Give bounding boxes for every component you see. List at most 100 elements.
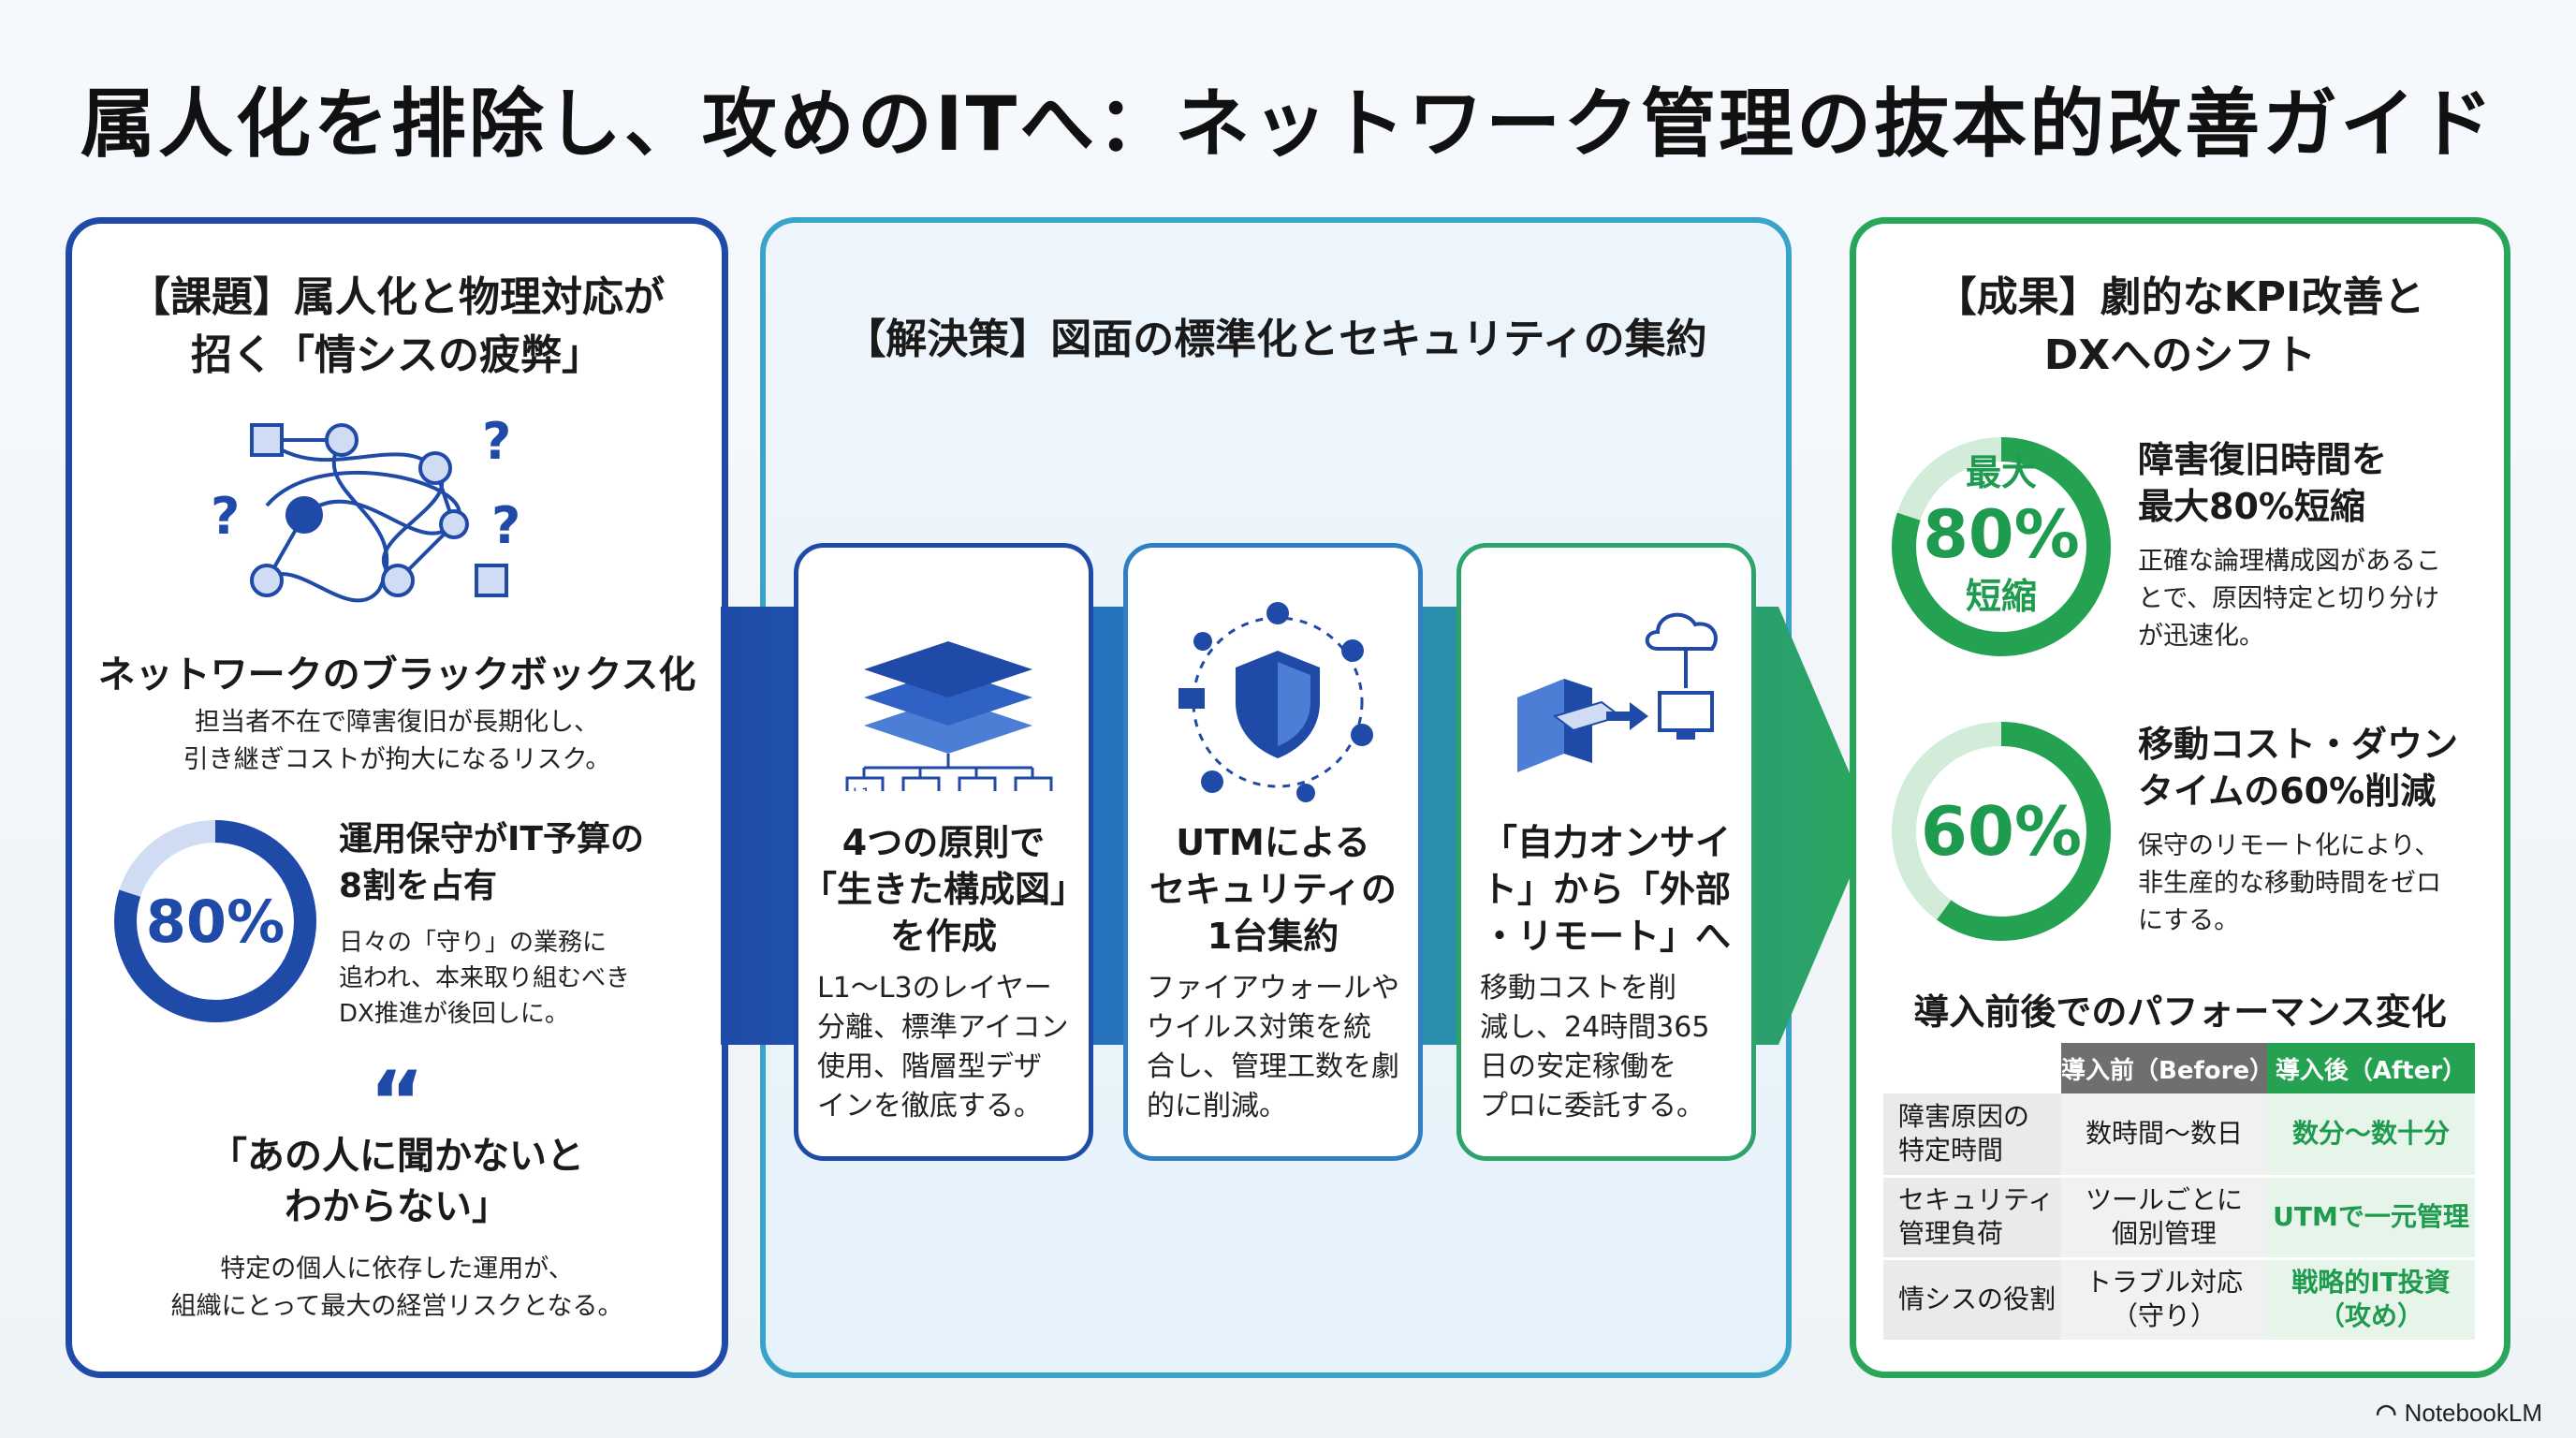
step2-desc: ファイアウォールや ウイルス対策を統 合し、管理工数を劇 的に削減。 — [1147, 969, 1409, 1126]
shield-icon — [1178, 602, 1373, 802]
recovery-ring-value: 80% — [1923, 496, 2080, 573]
table-row-label: セキュリティ 管理負荷 — [1883, 1176, 2061, 1260]
problem-heading-line1: 【課題】属人化と物理対応が — [129, 273, 665, 321]
blackbox-desc-line1: 担当者不在で障害復旧が長期化し、 — [195, 708, 599, 737]
blackbox-desc-line2: 引き継ぎコストが拘大になるリスク。 — [183, 745, 611, 774]
row1-after: 数分～数十分 — [2291, 1118, 2450, 1150]
budget-desc-line2: 追われ、本来取り組むべき — [339, 964, 630, 992]
quote-line2: わからない」 — [285, 1185, 509, 1228]
step3-desc-line1: 移動コストを削 — [1480, 972, 1676, 1005]
row1-before: 数時間～数日 — [2085, 1118, 2243, 1150]
travel-ring-chart — [1892, 722, 2111, 941]
step3-desc-line4: プロに委託する。 — [1480, 1090, 1705, 1123]
step-card-utm: UTMによる セキュリティの 1台集約 ファイアウォールや ウイルス対策を統 合… — [1123, 543, 1423, 1161]
table-header-after: 導入後（After） — [2267, 1043, 2475, 1093]
step3-title: 「自力オンサイ ト」から「外部 ・リモート」へ — [1461, 819, 1751, 960]
recovery-kpi-desc-line3: が迅速化。 — [2138, 622, 2264, 651]
budget-title: 運用保守がIT予算の 8割を占有 — [339, 816, 657, 910]
row2-label-line2: 管理負荷 — [1898, 1218, 2004, 1249]
row2-label-line1: セキュリティ — [1898, 1184, 2055, 1215]
recovery-kpi-desc-line2: とで、原因特定と切り分け — [2138, 584, 2440, 613]
step2-title: UTMによる セキュリティの 1台集約 — [1128, 819, 1418, 960]
budget-desc-line3: DX推進が後回しに。 — [339, 1000, 569, 1028]
page-title: 属人化を排除し、攻めのITへ：ネットワーク管理の抜本的改善ガイド — [80, 81, 2496, 168]
table-row: 障害原因の 特定時間 数時間～数日 数分～数十分 — [1883, 1093, 2475, 1178]
quote-line1: 「あの人に聞かないと — [210, 1135, 584, 1178]
travel-ring-arc — [1892, 722, 2111, 941]
step1-title-line3: を作成 — [889, 916, 997, 957]
budget-desc-line1: 日々の「守り」の業務に — [339, 929, 607, 957]
recovery-ring-top: 最大 — [1965, 452, 2037, 493]
results-heading: 【成果】劇的なKPI改善と DXへのシフト — [1856, 269, 2504, 385]
recovery-ring-chart — [1892, 437, 2111, 656]
step3-desc: 移動コストを削 減し、24時間365 日の安定稼働を プロに委託する。 — [1480, 969, 1742, 1126]
results-heading-line2: DXへのシフト — [2043, 331, 2317, 379]
row1-label-line1: 障害原因の — [1898, 1101, 2030, 1133]
step3-desc-line3: 日の安定稼働を — [1480, 1050, 1676, 1083]
travel-ring-value: 60% — [1920, 792, 2083, 871]
recovery-kpi-title-line1: 障害復旧時間を — [2138, 439, 2388, 480]
step2-desc-line3: 合し、管理工数を劇 — [1147, 1050, 1399, 1083]
budget-ring-chart — [114, 820, 316, 1022]
recovery-kpi-title-line2: 最大80%短縮 — [2138, 486, 2365, 527]
row3-before-line2: （守り） — [2111, 1300, 2217, 1331]
results-heading-line1: 【成果】劇的なKPI改善と — [1935, 273, 2425, 321]
layer-label-l1: L1 — [853, 785, 871, 791]
brand-text: NotebookLM — [2404, 1399, 2542, 1427]
budget-title-line1: 運用保守がIT予算の — [339, 820, 644, 858]
performance-table-title: 導入前後でのパフォーマンス変化 — [1913, 991, 2447, 1033]
blackbox-title: ネットワークのブラックボックス化 — [97, 653, 696, 697]
step2-desc-line4: 的に削減。 — [1147, 1090, 1287, 1123]
travel-kpi-title-line1: 移動コスト・ダウン — [2138, 724, 2459, 765]
table-header-empty — [1883, 1043, 2061, 1093]
budget-title-line2: 8割を占有 — [339, 867, 498, 905]
table-row: セキュリティ 管理負荷 ツールごとに 個別管理 UTMで一元管理 — [1883, 1176, 2475, 1260]
step2-title-line1: UTMによる — [1176, 822, 1370, 863]
solution-heading: 【解決策】図面の標準化とセキュリティの集約 — [844, 315, 1707, 363]
problem-panel: 【課題】属人化と物理対応が 招く「情シスの疲弊」 — [66, 217, 728, 1378]
budget-ring-value: 80% — [145, 887, 285, 956]
step1-title-line1: 4つの原則で — [842, 822, 1046, 863]
step3-title-line1: 「自力オンサイ — [1481, 822, 1731, 863]
recovery-ring-bottom: 短縮 — [1965, 576, 2037, 617]
svg-text:?: ? — [211, 487, 240, 546]
step1-desc-line1: L1～L3のレイヤー — [817, 972, 1052, 1005]
row1-label-line2: 特定時間 — [1898, 1135, 2004, 1167]
notebooklm-logo-icon: ◠ — [2375, 1399, 2397, 1427]
travel-kpi-desc-line2: 非生産的な移動時間をゼロ — [2138, 869, 2441, 898]
table-cell-before: ツールごとに 個別管理 — [2061, 1176, 2267, 1260]
quote-icon: “ — [369, 1053, 425, 1152]
step1-desc-line4: インを徹底する。 — [817, 1090, 1042, 1123]
table-cell-after: 数分～数十分 — [2267, 1093, 2475, 1178]
row2-before-line2: 個別管理 — [2111, 1218, 2217, 1249]
recovery-ring-label: 最大 80% 短縮 — [1881, 449, 2121, 620]
quote-desc-line2: 組織にとって最大の経営リスクとなる。 — [170, 1292, 623, 1321]
step1-desc-line3: 使用、階層型デザ — [817, 1050, 1042, 1083]
step-card-standard-diagram: L1 4つの原則で 「生きた構成図」 を作成 L1～L3のレイヤー 分離、標準ア… — [794, 543, 1093, 1161]
row2-before-line1: ツールごとに — [2085, 1184, 2243, 1215]
row3-before-line1: トラブル対応 — [2085, 1267, 2243, 1298]
table-cell-before: トラブル対応 （守り） — [2061, 1258, 2267, 1343]
svg-text:?: ? — [482, 412, 511, 471]
row3-after-line1: 戦略的IT投資 — [2291, 1267, 2451, 1298]
step2-desc-line2: ウイルス対策を統 — [1147, 1011, 1371, 1044]
table-header-before: 導入前（Before） — [2061, 1043, 2274, 1093]
table-cell-after: 戦略的IT投資 （攻め） — [2267, 1258, 2475, 1343]
quote-desc-line1: 特定の個人に依存した運用が、 — [220, 1255, 574, 1284]
problem-heading: 【課題】属人化と物理対応が 招く「情シスの疲弊」 — [72, 269, 722, 385]
budget-desc: 日々の「守り」の業務に 追われ、本来取り組むべき DX推進が後回しに。 — [339, 925, 657, 1032]
problem-heading-line2: 招く「情シスの疲弊」 — [191, 331, 603, 379]
step1-desc: L1～L3のレイヤー 分離、標準アイコン 使用、階層型デザ インを徹底する。 — [817, 969, 1079, 1126]
recovery-kpi-title: 障害復旧時間を 最大80%短縮 — [2138, 436, 2494, 530]
travel-kpi-title: 移動コスト・ダウン タイムの60%削減 — [2138, 721, 2494, 814]
step1-title: 4つの原則で 「生きた構成図」 を作成 — [798, 819, 1089, 960]
travel-kpi-title-line2: タイムの60%削減 — [2138, 770, 2437, 812]
step2-title-line3: 1台集約 — [1207, 916, 1339, 957]
step3-title-line3: ・リモート」へ — [1481, 916, 1731, 957]
step1-desc-line2: 分離、標準アイコン — [817, 1011, 1069, 1044]
recovery-ring-arc — [1892, 437, 2111, 656]
step2-desc-line1: ファイアウォールや — [1147, 972, 1399, 1005]
table-row-label: 情シスの役割 — [1883, 1258, 2061, 1343]
table-cell-before: 数時間～数日 — [2061, 1093, 2267, 1178]
tangled-network-icon: ? ? ? — [211, 412, 520, 603]
